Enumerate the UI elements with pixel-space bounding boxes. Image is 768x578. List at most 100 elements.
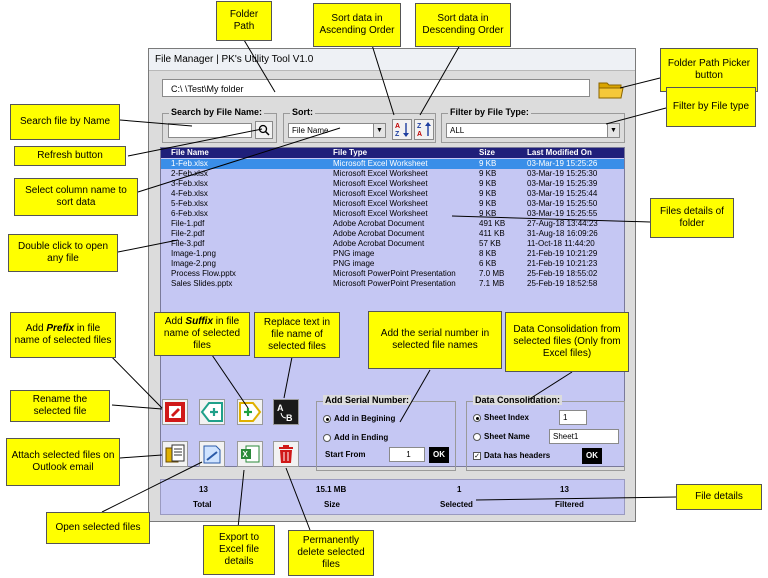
column-header-file-name[interactable]: File Name — [171, 148, 209, 157]
add-in-beginning-label: Add in Begining — [334, 414, 396, 423]
svg-text:Z: Z — [395, 131, 400, 138]
chevron-down-icon: ▼ — [373, 124, 385, 137]
rename-button[interactable] — [162, 399, 188, 425]
callout-add-prefix: Add Prefix in file name of selected file… — [10, 312, 116, 358]
column-header-size[interactable]: Size — [479, 148, 496, 157]
cell-name: 3-Feb.xlsx — [171, 179, 208, 188]
delete-files-button[interactable] — [273, 441, 299, 467]
selected-count: 1 — [457, 485, 462, 494]
cell-name: Image-2.png — [171, 259, 216, 268]
add-in-beginning-radio[interactable] — [323, 415, 331, 423]
cell-modified: 11-Oct-18 11:44:20 — [527, 239, 595, 248]
size-label: Size — [324, 500, 341, 509]
cell-size: 9 KB — [479, 179, 497, 188]
column-header-file-type[interactable]: File Type — [333, 148, 368, 157]
consolidation-group-label: Data Consolidation: — [473, 395, 562, 405]
sort-ascending-button[interactable]: A Z — [392, 119, 412, 140]
callout-double-click: Double click to open any file — [8, 234, 118, 272]
sheet-name-label: Sheet Name — [484, 432, 530, 441]
svg-text:X: X — [243, 450, 249, 459]
excel-export-icon: X — [241, 445, 260, 463]
column-header-last-modified[interactable]: Last Modified On — [527, 148, 592, 157]
sort-label: Sort: — [290, 107, 315, 117]
sheet-index-radio[interactable] — [473, 414, 481, 422]
add-in-ending-radio[interactable] — [323, 434, 331, 442]
cell-size: 9 KB — [479, 209, 497, 218]
search-group: Search by File Name: — [162, 107, 277, 143]
sheet-name-input[interactable]: Sheet1 — [549, 429, 619, 444]
callout-search: Search file by Name — [10, 104, 120, 140]
sort-descending-icon: Z A — [417, 122, 431, 138]
sort-column-value: File Name — [292, 126, 329, 135]
open-files-button[interactable] — [199, 441, 225, 467]
cell-name: 5-Feb.xlsx — [171, 199, 208, 208]
search-icon — [258, 124, 270, 136]
cell-size: 57 KB — [479, 239, 501, 248]
sheet-index-input[interactable]: 1 — [559, 410, 587, 425]
cell-size: 411 KB — [479, 229, 505, 238]
data-has-headers-checkbox[interactable]: ✓ — [473, 452, 481, 460]
cell-name: 4-Feb.xlsx — [171, 189, 208, 198]
cell-name: Sales Slides.pptx — [171, 279, 233, 288]
cell-modified: 25-Feb-19 18:55:02 — [527, 269, 598, 278]
callout-open-files: Open selected files — [46, 512, 150, 544]
callout-data-consolidation: Data Consolidation from selected files (… — [505, 312, 629, 372]
add-suffix-button[interactable] — [237, 399, 263, 425]
consolidation-ok-button[interactable]: OK — [582, 448, 602, 464]
file-type-filter-value: ALL — [450, 126, 465, 135]
table-row[interactable]: Sales Slides.pptx Microsoft PowerPoint Pr… — [161, 279, 624, 289]
cell-modified: 25-Feb-19 18:52:58 — [527, 279, 598, 288]
open-file-icon — [203, 445, 221, 464]
callout-sort-descending: Sort data in Descending Order — [415, 3, 511, 47]
cell-type: Microsoft PowerPoint Presentation — [333, 279, 456, 288]
callout-folder-path: Folder Path — [216, 1, 272, 41]
cell-name: 2-Feb.xlsx — [171, 169, 208, 178]
folder-path-field[interactable]: C:\ \Test\My folder — [162, 79, 590, 97]
sort-group: Sort: File Name ▼ A Z Z A — [283, 107, 436, 143]
start-from-input[interactable]: 1 — [389, 447, 425, 462]
callout-rename: Rename the selected file — [10, 390, 110, 422]
sort-descending-button[interactable]: Z A — [414, 119, 434, 140]
selected-label: Selected — [440, 500, 473, 509]
export-excel-button[interactable]: X — [237, 441, 263, 467]
cell-type: Microsoft Excel Worksheet — [333, 199, 428, 208]
trash-icon — [279, 445, 293, 463]
cell-modified: 31-Aug-18 16:09:26 — [527, 229, 598, 238]
outlook-attach-icon — [165, 444, 185, 463]
folder-picker-button[interactable] — [597, 77, 625, 101]
callout-refresh: Refresh button — [14, 146, 126, 166]
cell-size: 8 KB — [479, 249, 497, 258]
data-consolidation-group: Data Consolidation: Sheet Index 1 Sheet … — [466, 395, 625, 471]
attach-outlook-button[interactable] — [162, 441, 188, 467]
cell-name: 1-Feb.xlsx — [171, 159, 208, 168]
replace-text-icon: A B — [277, 403, 293, 423]
add-prefix-button[interactable] — [199, 399, 225, 425]
callout-serial-number: Add the serial number in selected file n… — [368, 311, 502, 369]
search-refresh-button[interactable] — [255, 121, 273, 139]
cell-size: 9 KB — [479, 199, 497, 208]
serial-ok-button[interactable]: OK — [429, 447, 449, 463]
file-type-filter-dropdown[interactable]: ALL ▼ — [446, 123, 620, 138]
callout-file-details: File details — [676, 484, 762, 510]
sort-column-dropdown[interactable]: File Name ▼ — [288, 123, 386, 138]
cell-type: Microsoft PowerPoint Presentation — [333, 269, 456, 278]
callout-replace-text: Replace text in file name of selected fi… — [254, 312, 340, 358]
cell-name: File-3.pdf — [171, 239, 205, 248]
search-input[interactable] — [168, 123, 252, 138]
replace-text-button[interactable]: A B — [273, 399, 299, 425]
callout-attach-outlook: Attach selected files on Outlook email — [6, 438, 120, 486]
cell-size: 9 KB — [479, 189, 497, 198]
sheet-name-radio[interactable] — [473, 433, 481, 441]
